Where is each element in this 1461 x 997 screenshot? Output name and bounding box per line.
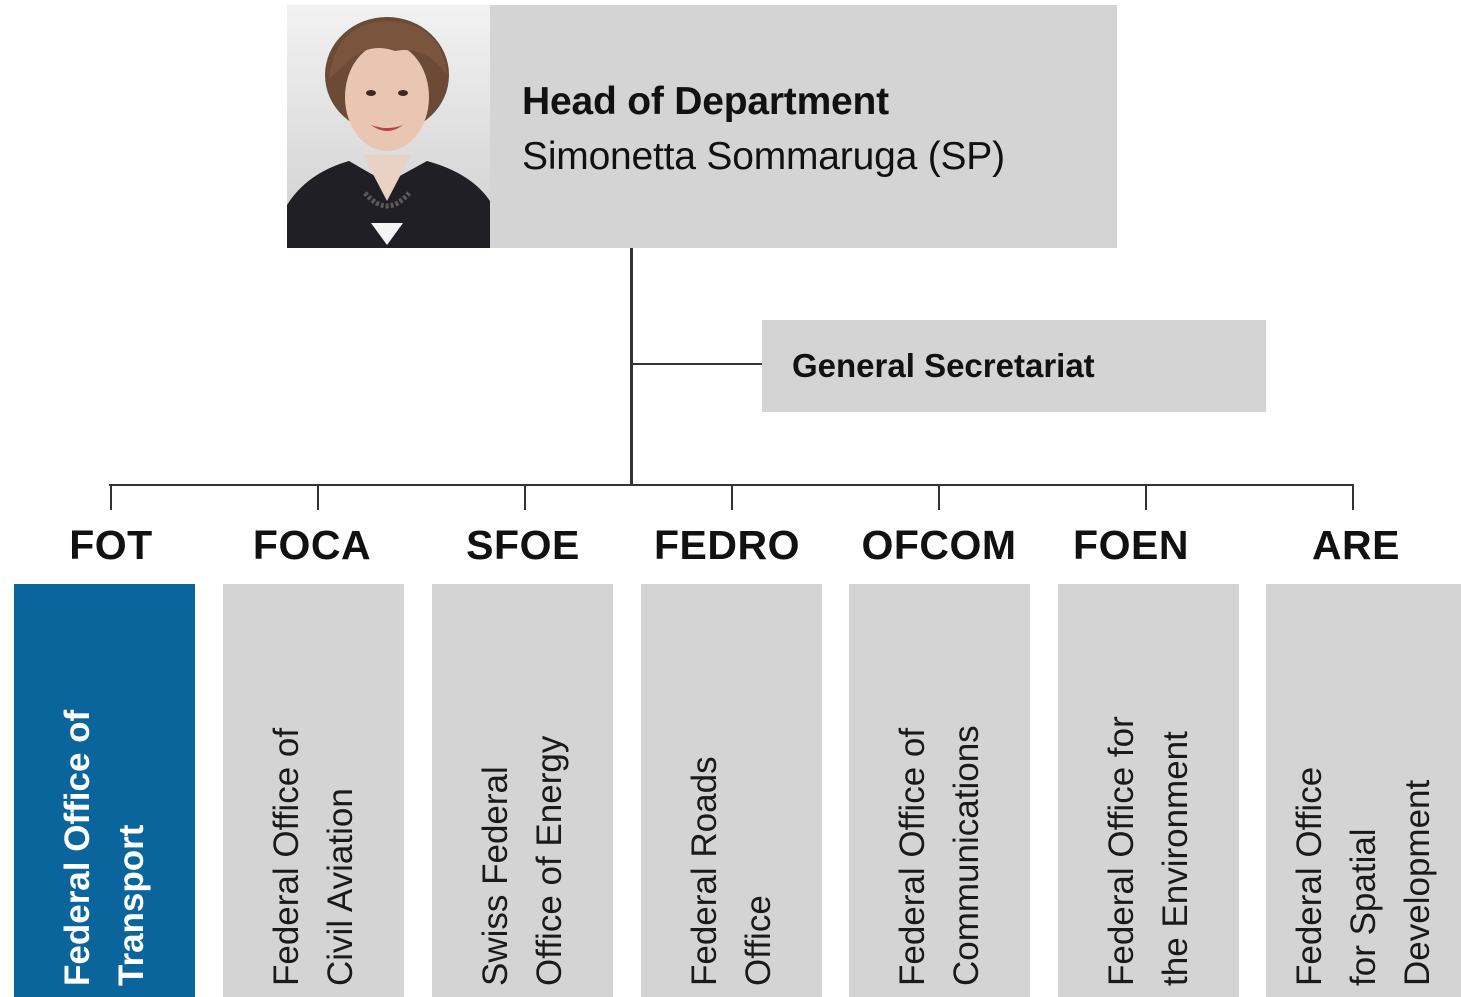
- trunk-connector-line: [630, 248, 633, 486]
- office-name-ofcom: Federal Office of Communications: [892, 724, 986, 986]
- head-portrait-photo: [287, 5, 490, 248]
- office-name-foen: Federal Office for the Environment: [1101, 715, 1195, 986]
- office-name-fedro: Federal Roads Office: [684, 755, 778, 986]
- office-name-fot: Federal Office of Transport: [57, 709, 151, 986]
- office-box-ofcom: Federal Office of Communications: [849, 584, 1030, 997]
- office-box-sfoe: Swiss Federal Office of Energy: [432, 584, 613, 997]
- office-connector-tick: [317, 484, 319, 510]
- office-abbr-sfoe: SFOE: [466, 522, 580, 568]
- office-box-foca: Federal Office of Civil Aviation: [223, 584, 404, 997]
- head-of-department-title: Head of Department: [522, 80, 889, 123]
- office-abbr-fedro: FEDRO: [654, 522, 800, 568]
- office-box-are: Federal Office for Spatial Development: [1266, 584, 1461, 997]
- office-name-sfoe: Swiss Federal Office of Energy: [475, 735, 569, 986]
- office-name-foca: Federal Office of Civil Aviation: [266, 727, 360, 986]
- office-box-foen: Federal Office for the Environment: [1058, 584, 1239, 997]
- general-secretariat-label: General Secretariat: [792, 347, 1095, 384]
- secretariat-connector-line: [631, 363, 762, 365]
- head-of-department-name: Simonetta Sommaruga (SP): [522, 135, 1005, 178]
- office-connector-tick: [1145, 484, 1147, 510]
- office-connector-tick: [110, 484, 112, 510]
- office-connector-tick: [524, 484, 526, 510]
- office-abbr-are: ARE: [1311, 522, 1401, 568]
- office-box-fedro: Federal Roads Office: [641, 584, 822, 997]
- office-box-fot: Federal Office of Transport: [14, 584, 195, 997]
- office-connector-tick: [731, 484, 733, 510]
- office-connector-tick: [938, 484, 940, 510]
- office-abbr-foen: FOEN: [1073, 522, 1189, 568]
- general-secretariat-box: General Secretariat: [762, 320, 1266, 412]
- head-of-department-box: Head of Department Simonetta Sommaruga (…: [490, 5, 1117, 248]
- office-name-are: Federal Office for Spatial Development: [1289, 766, 1437, 986]
- office-abbr-ofcom: OFCOM: [861, 522, 1017, 568]
- office-abbr-foca: FOCA: [252, 522, 372, 568]
- office-connector-tick: [1352, 484, 1354, 510]
- office-abbr-fot: FOT: [69, 522, 153, 568]
